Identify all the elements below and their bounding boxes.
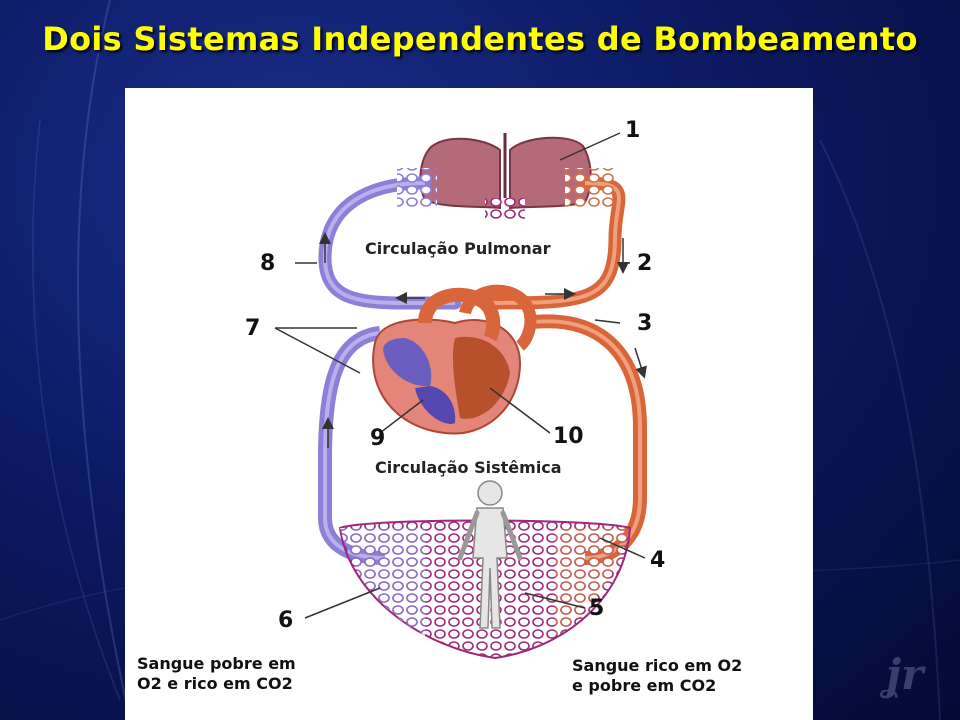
label-5: 5	[589, 596, 605, 621]
label-3: 3	[637, 311, 653, 336]
pulmonary-circulation-label: Circulação Pulmonar	[365, 239, 551, 258]
systemic-circulation-label: Circulação Sistêmica	[375, 458, 562, 477]
circulation-diagram: 1 2 3 4 5 6 7 8 9 10 Circulação Pulmonar…	[125, 88, 813, 720]
label-1: 1	[625, 118, 641, 143]
venous-blood-note: Sangue pobre em O2 e rico em CO2	[137, 654, 296, 694]
page-title: Dois Sistemas Independentes de Bombeamen…	[42, 20, 918, 58]
label-9: 9	[370, 426, 386, 451]
label-8: 8	[260, 251, 276, 276]
label-10: 10	[553, 424, 584, 449]
watermark-logo: ʝr	[885, 650, 924, 699]
venous-blood-note-line1: Sangue pobre em	[137, 654, 296, 673]
arterial-blood-note-line2: e pobre em CO2	[572, 676, 717, 695]
label-4: 4	[650, 548, 666, 573]
human-figure-icon	[457, 480, 523, 629]
venous-blood-note-line2: O2 e rico em CO2	[137, 674, 293, 693]
circulation-illustration	[274, 132, 647, 660]
arterial-blood-note-line1: Sangue rico em O2	[572, 656, 743, 675]
label-2: 2	[637, 251, 653, 276]
lungs	[419, 133, 592, 220]
label-7: 7	[245, 316, 261, 341]
heart	[372, 284, 537, 435]
label-6: 6	[278, 608, 294, 633]
pointer-lines	[274, 132, 646, 619]
pulmonary-loop	[318, 168, 629, 310]
arterial-blood-note: Sangue rico em O2 e pobre em CO2	[572, 656, 742, 696]
